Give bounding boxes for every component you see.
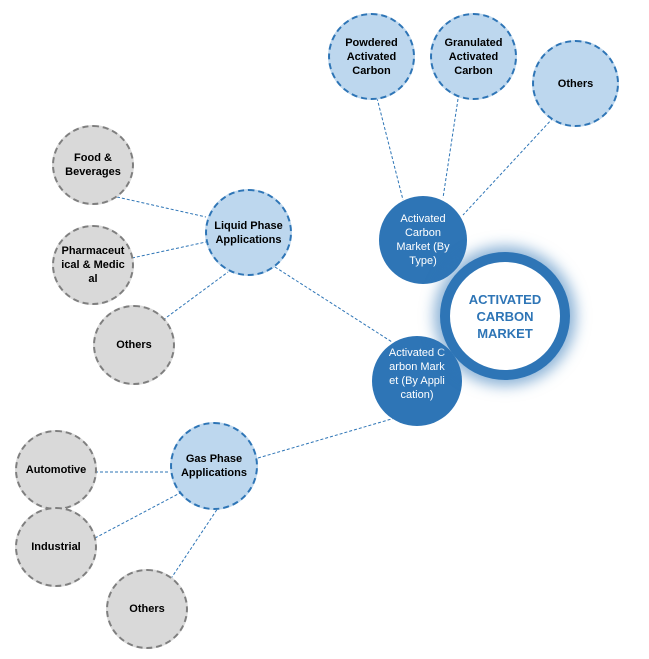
node-powdered-activated-carbon: Powdered Activated Carbon: [328, 13, 415, 100]
node-pharmaceutical-medical: Pharmaceutical & Medical: [52, 225, 134, 305]
connector-type-others: [462, 117, 554, 216]
connector-pharma: [131, 241, 207, 259]
connector-food: [116, 196, 207, 218]
connector-liquid-others: [162, 271, 229, 321]
node-automotive: Automotive: [15, 430, 97, 510]
connector-gas-others: [167, 507, 219, 584]
node-liquid-phase: Liquid Phase Applications: [205, 189, 292, 276]
node-liquid-others: Others: [93, 305, 175, 385]
node-activated-carbon-market: ACTIVATED CARBON MARKET: [440, 252, 570, 380]
node-granulated-activated-carbon: Granulated Activated Carbon: [430, 13, 517, 100]
connector-gas-application: [257, 417, 396, 459]
connector-powdered: [376, 97, 404, 201]
node-industrial: Industrial: [15, 507, 97, 587]
node-type-others: Others: [532, 40, 619, 127]
node-food-beverages: Food & Beverages: [52, 125, 134, 205]
connector-liquid-application: [274, 266, 393, 343]
node-market-by-application: Activated Carbon Market (By Application): [372, 336, 462, 426]
node-gas-phase: Gas Phase Applications: [170, 422, 258, 510]
connector-industrial: [94, 492, 181, 539]
connector-granulated: [442, 98, 459, 199]
node-gas-others: Others: [106, 569, 188, 649]
node-market-by-type: Activated Carbon Market (By Type): [379, 196, 467, 284]
